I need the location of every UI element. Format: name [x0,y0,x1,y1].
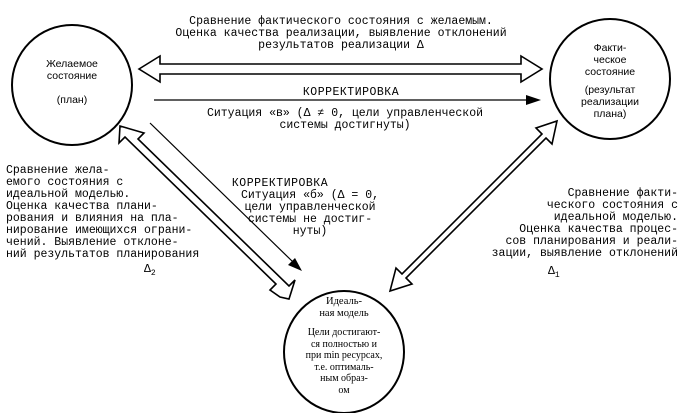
left-compare-label: Сравнение жела- емого состояния с идеаль… [6,164,200,261]
right-delta: Δ1 [548,265,560,281]
desired-state-title: Желаемое состояние [46,58,98,82]
left-delta: Δ2 [144,263,156,279]
mid-correction-line [149,122,294,263]
desired-state-sub: (план) [56,94,88,106]
top-compare-label: Сравнение фактического состояния с желае… [175,15,507,52]
mid-correction-arrowhead [288,258,302,271]
right-compare-label: Сравнение факти- ческого состояния с иде… [491,187,678,260]
top-double-arrow [137,54,544,84]
ideal-model-desc: Цели достигают- ся полностью и при min р… [305,327,383,396]
desired-state-circle [11,24,133,146]
ideal-model-ellipse [283,290,405,413]
top-correction-label: КОРРЕКТИРОВКА [302,86,400,99]
top-situation-label: Ситуация «в» (Δ ≠ 0, цели управленческой… [206,107,484,132]
actual-state-sub: (результат реализации плана) [581,84,639,120]
mid-correction-label: КОРРЕКТИРОВКА [231,177,329,190]
left-double-arrow [118,124,296,300]
actual-state-circle [549,18,671,140]
top-correction-arrowhead [526,95,541,105]
mid-situation-label: Ситуация «б» (Δ = 0, цели управленческой… [240,189,380,238]
actual-state-title: Факти- ческое состояние [584,42,636,78]
right-double-arrow [388,119,559,293]
ideal-model-title: Идеаль- ная модель [319,296,369,319]
